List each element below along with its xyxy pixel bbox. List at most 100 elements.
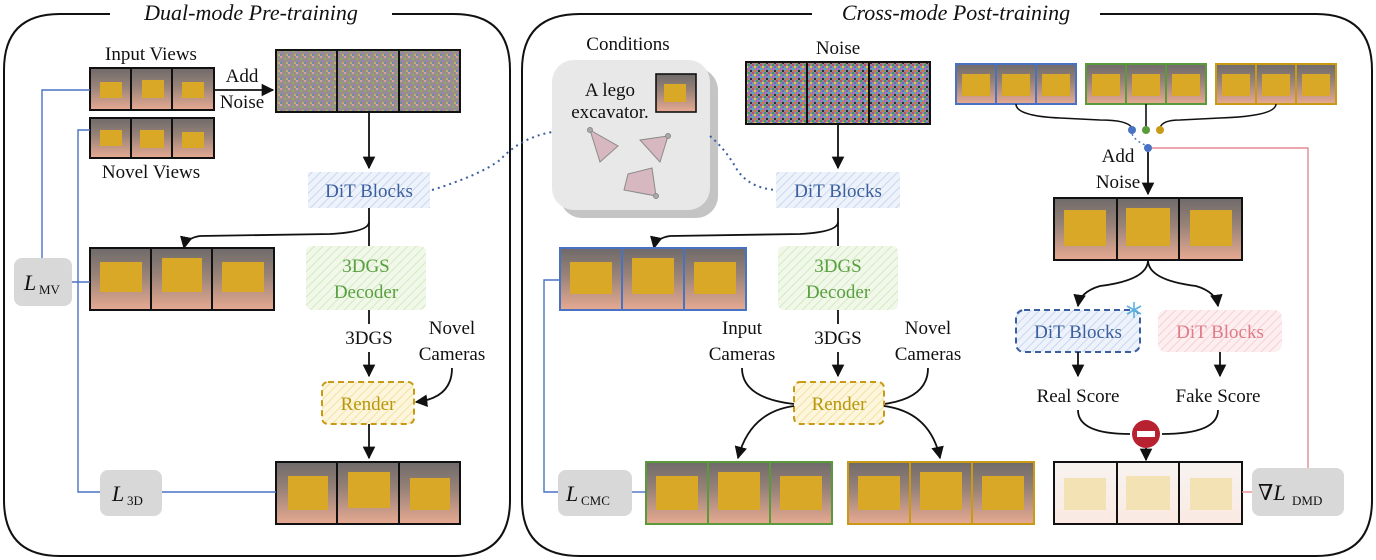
merge-dotted: [1131, 133, 1149, 147]
loss-connectors-left: [41, 89, 276, 493]
dmd-merge-lines: [1015, 103, 1277, 129]
excavator-thumb: [1064, 210, 1106, 246]
excavator-thumb: [1190, 478, 1232, 510]
loss-cmc-box: [558, 470, 632, 516]
excavator-thumb: [656, 476, 698, 510]
noise-label: Noise: [220, 92, 264, 113]
excavator-thumb: [410, 478, 450, 510]
excavator-thumb: [1172, 74, 1200, 96]
dit-frozen-label: DiT Blocks: [1034, 322, 1122, 343]
loss-3d-sub: 3D: [127, 493, 143, 508]
conditions-title: Conditions: [586, 34, 669, 55]
dit-blocks-left-label: DiT Blocks: [325, 181, 413, 202]
loss-mv-box: [14, 258, 72, 306]
minus-bar: [1137, 431, 1155, 437]
conditions-text-line1: A lego: [585, 80, 635, 101]
dmd-noise-label: Noise: [1096, 172, 1140, 193]
arrow-cameras-render-left: [414, 367, 453, 408]
arrow-to-real-dit: [1073, 259, 1149, 308]
novel-cameras-right-line1: Novel: [905, 318, 951, 339]
decoder-right-line2: Decoder: [806, 282, 871, 303]
real-score-label: Real Score: [1037, 386, 1120, 407]
render-left-box: [321, 381, 415, 425]
merge-dot-gold: [1156, 126, 1164, 134]
excavator-thumb: [1132, 74, 1160, 96]
decoder-left-line2: Decoder: [334, 282, 399, 303]
conditions-text-line2: excavator.: [571, 102, 649, 123]
excavator-thumb: [1302, 74, 1330, 96]
dit-blocks-right-box: [776, 172, 900, 208]
render-right-label: Render: [812, 394, 868, 415]
dotted-link-left: [431, 131, 553, 191]
excavator-thumb: [222, 262, 264, 292]
loss-cmc-symbol: L: [565, 481, 578, 506]
excavator-thumb: [288, 476, 328, 510]
excavator-thumb: [1222, 74, 1250, 96]
line-input-cameras-render: [741, 367, 795, 405]
excavator-thumb: [100, 262, 142, 292]
line-fake-to-minus: [1161, 409, 1219, 435]
arrow-render-to-novel: [883, 405, 944, 460]
mv-output-strip: [89, 247, 275, 311]
input-views-strip: [89, 67, 215, 111]
loss-dmd-symbol: ∇L: [1258, 480, 1286, 505]
merge-dot-main: [1144, 144, 1152, 152]
dmd-noised-strip: [1053, 197, 1243, 261]
decoder-left-box: [306, 246, 426, 310]
novel-render-strip: [847, 461, 1035, 525]
cmc-predicted-strip: [559, 247, 747, 311]
dmd-add-label: Add: [1102, 146, 1135, 167]
dmd-gradient-strip: [1053, 461, 1243, 525]
fake-score-label: Fake Score: [1176, 386, 1261, 407]
excavator-thumb: [718, 472, 760, 510]
dit-blocks-left-box: [308, 172, 430, 208]
input-cameras-line1: Input: [722, 318, 763, 339]
excavator-thumb: [100, 130, 122, 146]
3d-output-strip: [275, 461, 461, 525]
camera-frustum-icons: [587, 127, 671, 199]
noise-title: Noise: [816, 38, 860, 59]
excavator-thumb: [962, 74, 990, 96]
excavator-thumb: [570, 262, 612, 294]
cmc-render-strip: [645, 461, 833, 525]
posttrain-border: [521, 13, 1373, 557]
excavator-thumb: [694, 262, 736, 294]
excavator-thumb: [348, 472, 390, 508]
novel-cameras-right-line2: Cameras: [895, 344, 961, 365]
excavator-thumb: [1002, 74, 1030, 96]
arrow-to-fake-dit: [1147, 259, 1223, 308]
novel-views-strip: [89, 117, 215, 159]
input-views-label: Input Views: [105, 44, 197, 65]
input-cameras-line2: Cameras: [709, 344, 775, 365]
novel-views-label: Novel Views: [102, 162, 200, 183]
excavator-thumb: [858, 476, 900, 510]
excavator-thumb: [1064, 478, 1106, 510]
dotted-link-right: [709, 135, 777, 191]
excavator-thumb: [982, 476, 1024, 510]
snowflake-icon: [1126, 302, 1142, 318]
excavator-thumb: [142, 80, 164, 98]
line-real-to-minus: [1077, 409, 1131, 435]
excavator-thumb: [1190, 210, 1232, 246]
loss-cmc-sub: CMC: [581, 493, 610, 508]
loss-dmd-box: [1252, 468, 1344, 516]
loss-3d-symbol: L: [111, 481, 124, 506]
excavator-thumb: [1126, 476, 1170, 510]
excavator-thumb: [100, 82, 122, 98]
arrow-dit-to-cmc: [650, 208, 839, 250]
arrow-render-to-cmc: [734, 405, 795, 460]
dmd-feedback-line: [1152, 147, 1309, 493]
excavator-thumb: [140, 130, 164, 148]
excavator-thumb: [1092, 74, 1120, 96]
loss-mv-sub: MV: [39, 282, 61, 297]
excavator-thumb: [1262, 74, 1290, 96]
dmd-input-strip-blue: [955, 63, 1077, 105]
dmd-input-strip-gold: [1215, 63, 1337, 105]
pure-noise-strip: [745, 61, 931, 125]
decoder-right-box: [778, 246, 898, 310]
3dgs-right-label: 3DGS: [814, 328, 862, 349]
render-left-label: Render: [341, 394, 397, 415]
dit-fake-box: [1158, 310, 1282, 352]
novel-cameras-left-line2: Cameras: [419, 344, 485, 365]
dmd-input-strip-green: [1085, 63, 1207, 105]
